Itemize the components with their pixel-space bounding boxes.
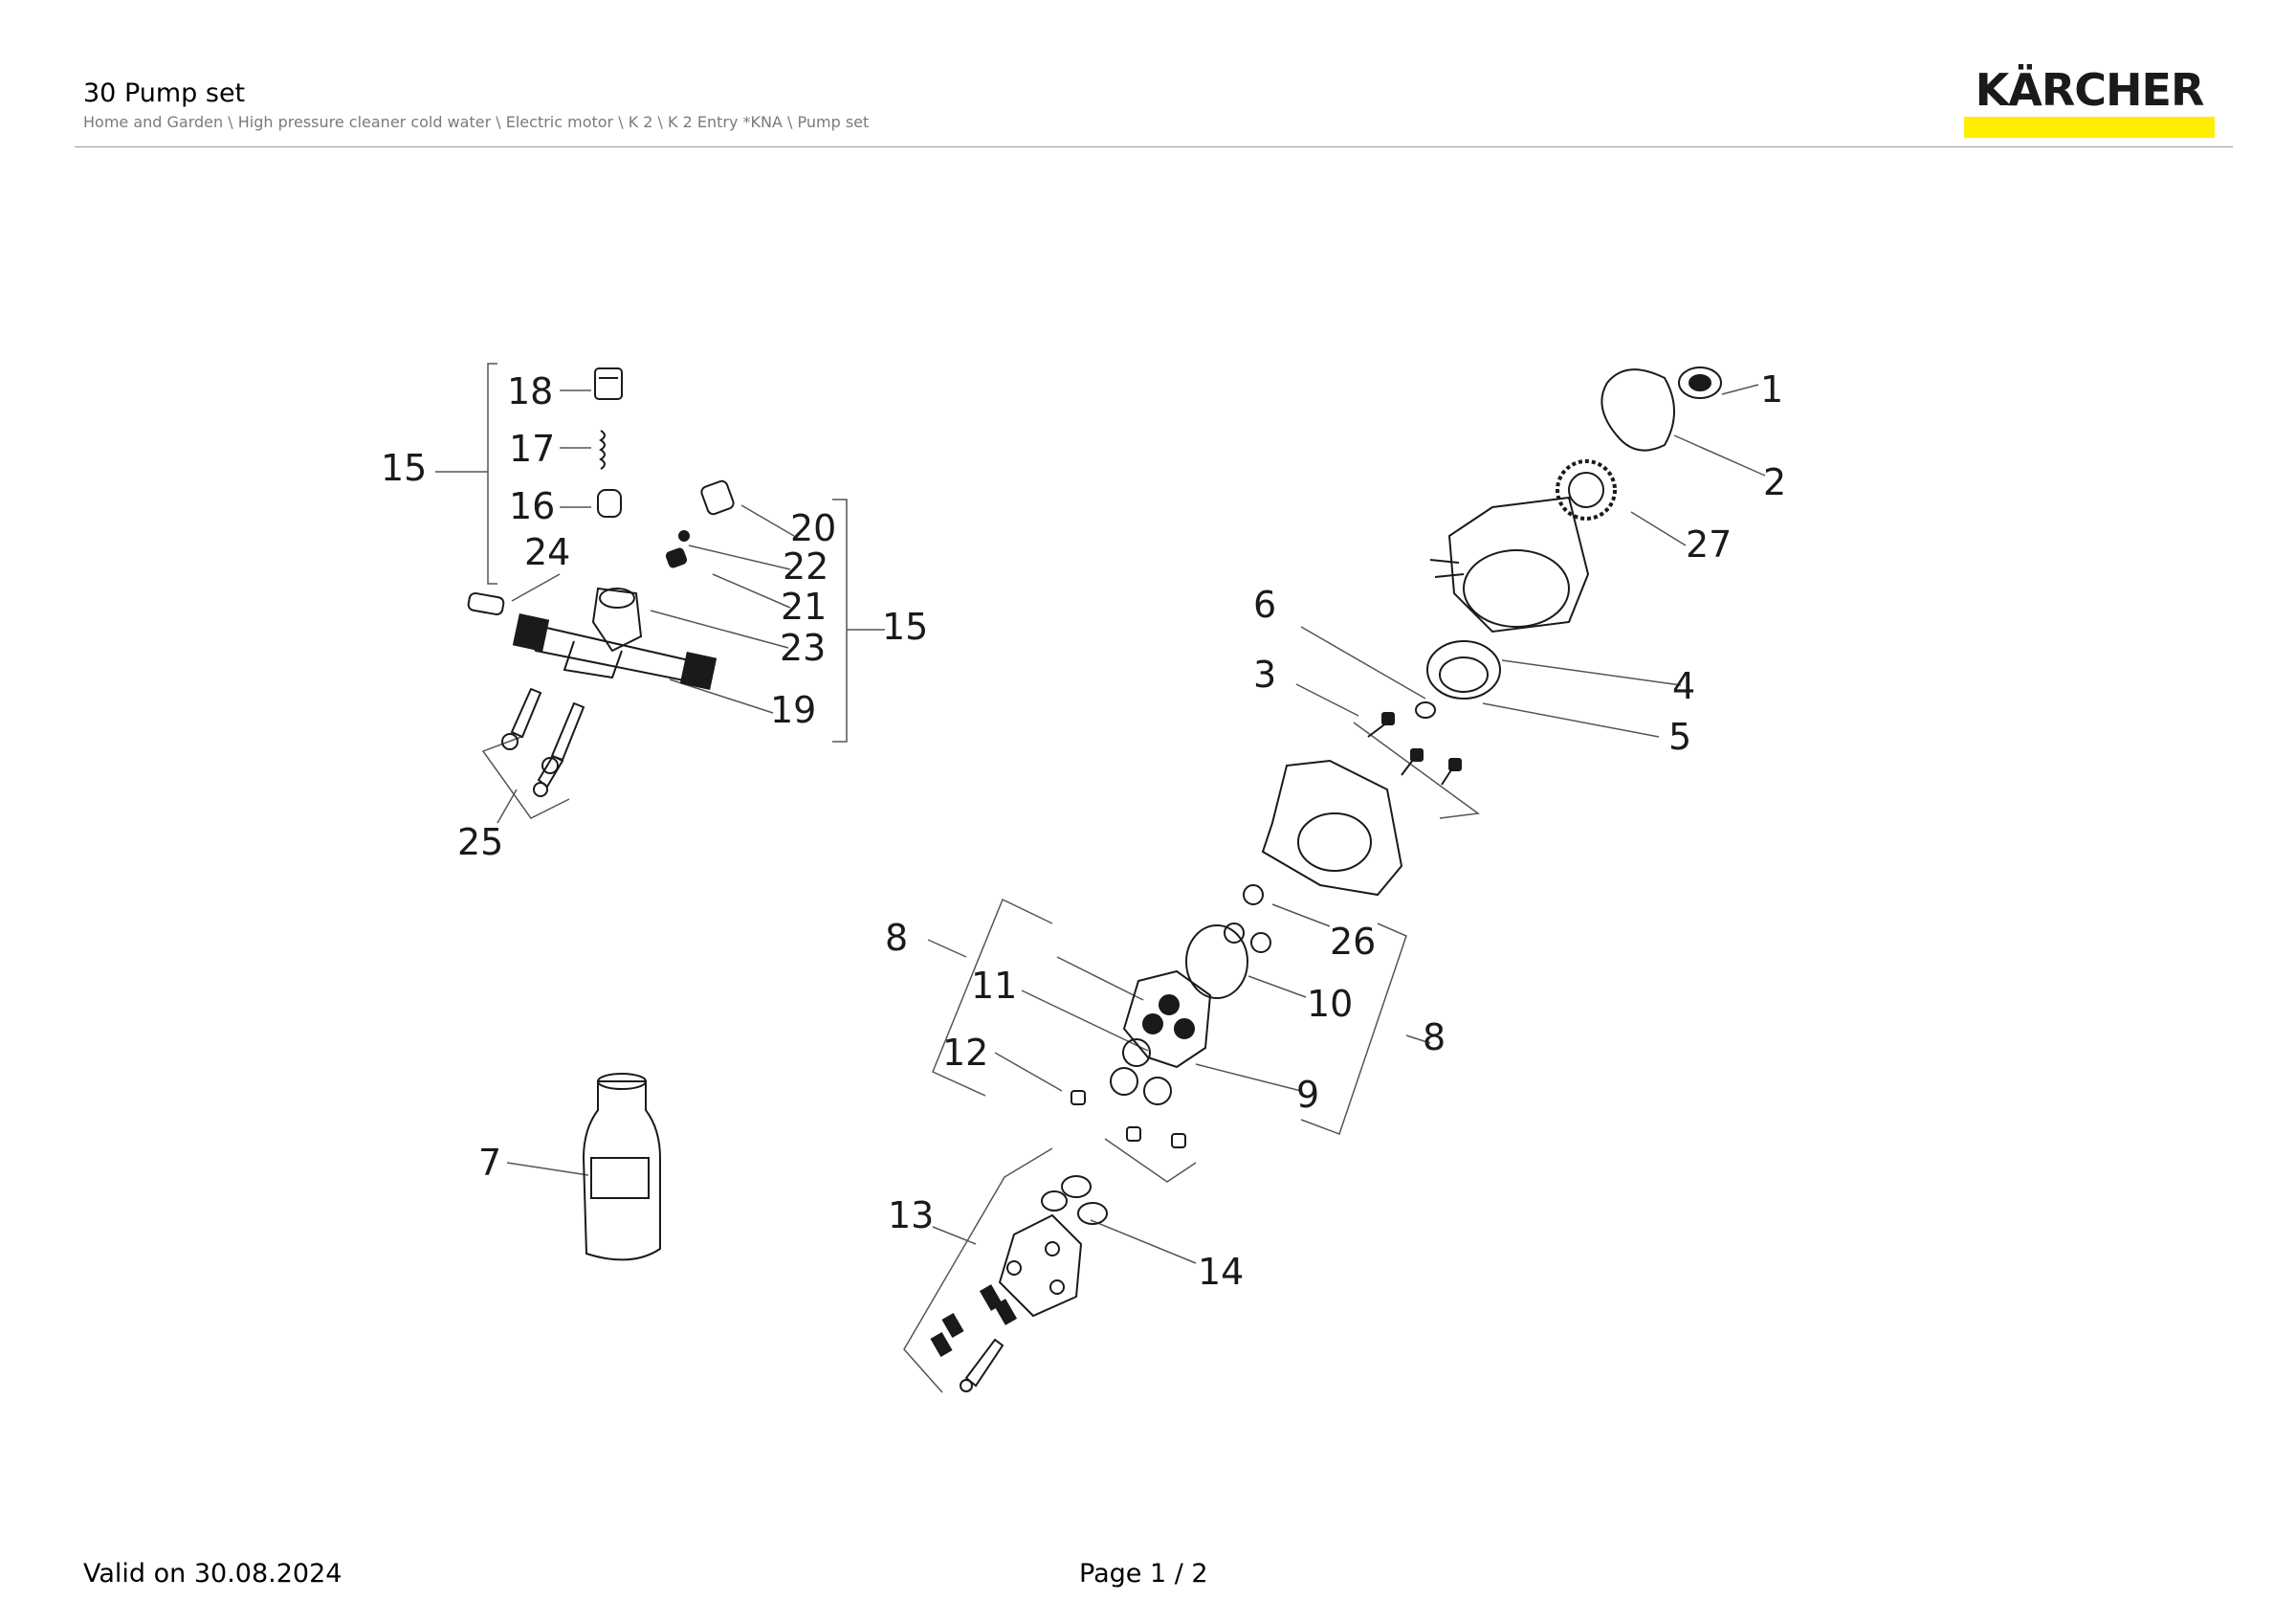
callout-1: 1 <box>1760 368 1783 411</box>
breadcrumb: Home and Garden \ High pressure cleaner … <box>83 113 870 131</box>
page-title: 30 Pump set <box>83 78 246 108</box>
callout-12: 12 <box>942 1032 988 1074</box>
callout-2: 2 <box>1763 461 1786 503</box>
callout-11: 11 <box>971 965 1017 1007</box>
callout-8-left: 8 <box>885 917 908 959</box>
callout-13: 13 <box>888 1194 934 1236</box>
callout-22: 22 <box>783 545 828 588</box>
brand-logo: KÄRCHER <box>1961 63 2218 138</box>
callout-15-right: 15 <box>882 606 928 648</box>
callout-14: 14 <box>1198 1251 1244 1293</box>
callout-7: 7 <box>478 1142 501 1184</box>
header-divider <box>75 146 2233 147</box>
callout-21: 21 <box>781 586 827 628</box>
callout-27: 27 <box>1686 523 1732 566</box>
callout-4: 4 <box>1672 665 1695 707</box>
callout-17: 17 <box>509 428 555 470</box>
callout-26: 26 <box>1330 921 1376 963</box>
brand-logo-wordmark: KÄRCHER <box>1975 64 2205 116</box>
brand-logo-bar <box>1964 117 2215 138</box>
callout-5: 5 <box>1668 716 1691 758</box>
callout-16: 16 <box>509 485 555 527</box>
callout-9: 9 <box>1296 1074 1319 1116</box>
callout-3: 3 <box>1253 654 1276 696</box>
callout-8-right: 8 <box>1423 1016 1446 1058</box>
part-drawings <box>467 367 1722 1392</box>
callout-24: 24 <box>524 531 570 573</box>
callout-6: 6 <box>1253 584 1276 626</box>
callout-labels: 1 2 6 3 4 5 27 18 17 16 15 24 20 22 21 2… <box>381 368 1786 1293</box>
callout-18: 18 <box>507 370 553 412</box>
leader-lines <box>435 363 1766 1393</box>
valid-date: Valid on 30.08.2024 <box>83 1559 342 1589</box>
callout-25: 25 <box>457 821 503 863</box>
callout-10: 10 <box>1307 983 1353 1025</box>
callout-23: 23 <box>780 627 826 669</box>
page-number: Page 1 / 2 <box>1079 1559 1208 1589</box>
callout-19: 19 <box>770 689 816 731</box>
callout-15-left: 15 <box>381 447 427 489</box>
callout-20: 20 <box>790 507 836 549</box>
